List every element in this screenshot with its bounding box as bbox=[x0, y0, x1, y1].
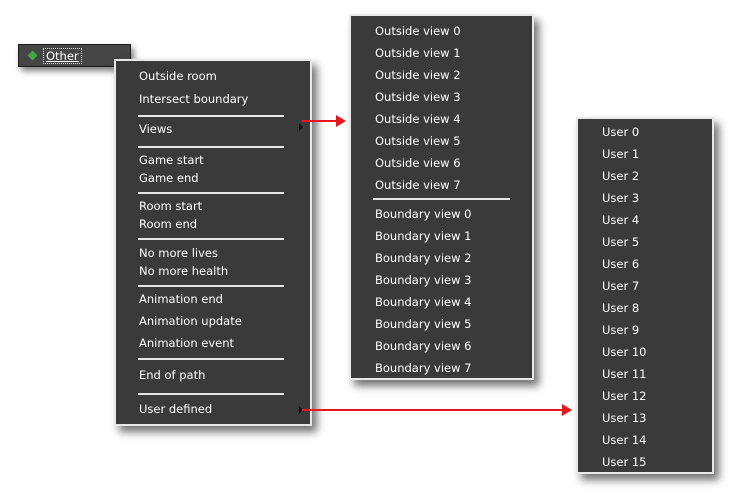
menu-item-end-of-path[interactable]: End of path bbox=[139, 368, 206, 382]
user-defined-submenu: User 0 User 1 User 2 User 3 User 4 User … bbox=[576, 117, 714, 474]
menu-item-user[interactable]: User 5 bbox=[602, 235, 640, 249]
menu-item-user[interactable]: User 14 bbox=[602, 433, 647, 447]
menu-item-user[interactable]: User 2 bbox=[602, 169, 640, 183]
submenu-arrow-icon bbox=[299, 406, 303, 414]
menu-item-user[interactable]: User 15 bbox=[602, 455, 647, 469]
views-submenu: Outside view 0 Outside view 1 Outside vi… bbox=[349, 14, 534, 380]
menu-item-game-start[interactable]: Game start bbox=[139, 153, 204, 167]
menu-separator bbox=[138, 115, 284, 117]
menu-item-user[interactable]: User 6 bbox=[602, 257, 640, 271]
views-arrow-icon bbox=[336, 115, 346, 127]
menu-item-boundary-view[interactable]: Boundary view 2 bbox=[375, 251, 472, 265]
views-arrow-line bbox=[302, 120, 336, 122]
menu-item-no-more-health[interactable]: No more health bbox=[139, 264, 229, 278]
menu-item-boundary-view[interactable]: Boundary view 5 bbox=[375, 317, 472, 331]
menu-item-no-more-lives[interactable]: No more lives bbox=[139, 246, 219, 260]
menu-item-outside-view[interactable]: Outside view 2 bbox=[375, 68, 461, 82]
menu-item-outside-view[interactable]: Outside view 7 bbox=[375, 178, 461, 192]
menu-item-user[interactable]: User 10 bbox=[602, 345, 647, 359]
menu-item-boundary-view[interactable]: Boundary view 4 bbox=[375, 295, 472, 309]
menu-item-user[interactable]: User 1 bbox=[602, 147, 640, 161]
other-events-menu: Outside room Intersect boundary Views Ga… bbox=[114, 59, 312, 426]
menu-item-room-end[interactable]: Room end bbox=[139, 217, 198, 231]
menu-item-user[interactable]: User 9 bbox=[602, 323, 640, 337]
menu-separator bbox=[138, 146, 284, 148]
green-diamond-icon bbox=[27, 50, 38, 61]
other-event-button[interactable]: Other bbox=[18, 44, 131, 67]
menu-item-room-start[interactable]: Room start bbox=[139, 199, 203, 213]
menu-item-game-end[interactable]: Game end bbox=[139, 171, 199, 185]
menu-separator bbox=[138, 358, 284, 360]
menu-item-user[interactable]: User 12 bbox=[602, 389, 647, 403]
menu-item-user[interactable]: User 4 bbox=[602, 213, 640, 227]
menu-separator bbox=[138, 393, 284, 395]
menu-item-user[interactable]: User 11 bbox=[602, 367, 647, 381]
menu-item-outside-view[interactable]: Outside view 5 bbox=[375, 134, 461, 148]
menu-separator bbox=[373, 198, 510, 200]
menu-item-animation-update[interactable]: Animation update bbox=[139, 314, 242, 328]
menu-item-user[interactable]: User 13 bbox=[602, 411, 647, 425]
menu-item-intersect-boundary[interactable]: Intersect boundary bbox=[139, 92, 249, 106]
menu-item-outside-view[interactable]: Outside view 3 bbox=[375, 90, 461, 104]
menu-item-views[interactable]: Views bbox=[139, 122, 173, 136]
menu-item-boundary-view[interactable]: Boundary view 7 bbox=[375, 361, 472, 375]
menu-item-boundary-view[interactable]: Boundary view 1 bbox=[375, 229, 472, 243]
menu-item-animation-end[interactable]: Animation end bbox=[139, 292, 223, 306]
submenu-arrow-icon bbox=[299, 123, 303, 131]
menu-item-animation-event[interactable]: Animation event bbox=[139, 336, 235, 350]
menu-item-boundary-view[interactable]: Boundary view 0 bbox=[375, 207, 472, 221]
menu-separator bbox=[138, 238, 284, 240]
user-defined-arrow-icon bbox=[562, 404, 572, 416]
menu-item-user-defined[interactable]: User defined bbox=[139, 402, 213, 416]
other-event-label: Other bbox=[43, 48, 82, 64]
menu-item-user[interactable]: User 7 bbox=[602, 279, 640, 293]
user-defined-arrow-line bbox=[302, 409, 562, 411]
menu-item-boundary-view[interactable]: Boundary view 3 bbox=[375, 273, 472, 287]
menu-item-outside-view[interactable]: Outside view 6 bbox=[375, 156, 461, 170]
menu-item-boundary-view[interactable]: Boundary view 6 bbox=[375, 339, 472, 353]
menu-item-outside-view[interactable]: Outside view 4 bbox=[375, 112, 461, 126]
menu-separator bbox=[138, 192, 284, 194]
menu-item-outside-view[interactable]: Outside view 1 bbox=[375, 46, 461, 60]
menu-separator bbox=[138, 285, 284, 287]
menu-item-outside-room[interactable]: Outside room bbox=[139, 69, 217, 83]
menu-item-user[interactable]: User 0 bbox=[602, 125, 640, 139]
menu-item-outside-view[interactable]: Outside view 0 bbox=[375, 24, 461, 38]
menu-item-user[interactable]: User 8 bbox=[602, 301, 640, 315]
menu-item-user[interactable]: User 3 bbox=[602, 191, 640, 205]
